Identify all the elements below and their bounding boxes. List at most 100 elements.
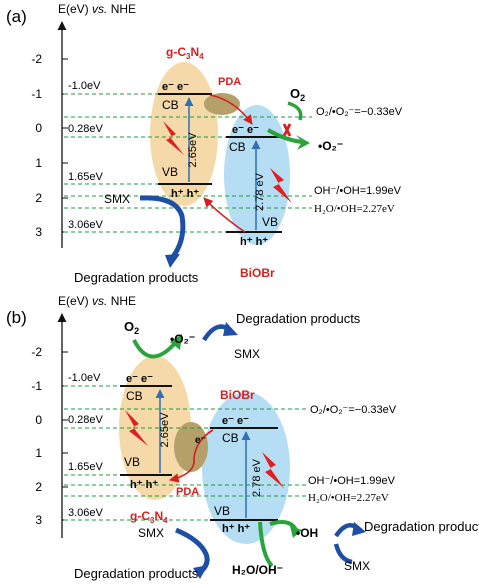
level-label: 0.28eV <box>68 414 104 426</box>
level-label: 3.06eV <box>68 507 104 519</box>
tick-label: 1 <box>35 446 42 460</box>
redox-couple-label: H₂O/•OH=2.27eV <box>314 203 395 215</box>
tick-label: -2 <box>31 345 42 359</box>
hole-transfer-arrow <box>203 197 246 233</box>
gcn-bandgap-label: 2.65eV <box>159 412 171 448</box>
pda-layer <box>174 422 208 472</box>
light-icon <box>163 121 184 155</box>
oxygen-label: O2 <box>290 86 305 103</box>
cb-label: CB <box>229 140 246 154</box>
redox-couple-label: OH⁻/•OH=1.99eV <box>308 475 396 487</box>
degradation-label: Degradation products <box>74 270 199 285</box>
potential-guides <box>64 93 312 233</box>
level-label: 3.06eV <box>68 219 104 231</box>
axis-title: E(eV) vs. NHE <box>58 294 136 308</box>
biobr-label: BiOBr <box>240 266 275 280</box>
gcn-bandgap-label: 2.65eV <box>187 132 199 168</box>
green-arrow <box>132 339 178 359</box>
biobr-particle <box>224 105 290 245</box>
panel-a: (a) E(eV) vs. NHE -2 -1 0 1 2 3 <box>6 2 403 285</box>
electron-transfer-arrow <box>209 94 253 125</box>
light-icon <box>262 452 284 488</box>
tick-label: 0 <box>35 121 42 135</box>
degradation-label: Degradation products <box>236 311 361 326</box>
smx-label: SMX <box>138 526 164 540</box>
green-arrowhead <box>296 135 310 150</box>
degradation-arrow <box>333 543 353 565</box>
redox-couple-label: H₂O/•OH=2.27eV <box>308 492 389 504</box>
redox-couple-label: O₂/•O₂⁻=−0.33eV <box>310 404 397 416</box>
cb-label: CB <box>162 98 179 112</box>
pda-label: PDA <box>176 486 199 498</box>
cb-label: CB <box>222 431 239 445</box>
holes-label: h⁺ h⁺ <box>130 479 158 491</box>
electron-transfer-arrow <box>169 429 214 483</box>
vb-label: VB <box>162 165 178 179</box>
tick-label: -2 <box>31 52 42 66</box>
smx-label: SMX <box>104 192 130 206</box>
smx-label: SMX <box>344 559 370 573</box>
biobr-bandgap-label: 2.78 eV <box>251 458 263 497</box>
electrons-label: e⁻ e⁻ <box>222 415 249 427</box>
holes-label: h⁺ h⁺ <box>222 523 250 535</box>
tick-label: 1 <box>35 156 42 170</box>
gcn-label: g-C3N4 <box>166 45 204 61</box>
redox-couple-label: O₂/•O₂⁻=−0.33eV <box>316 106 403 118</box>
degradation-arrowhead <box>223 322 238 336</box>
degradation-arrow <box>139 195 186 260</box>
degradation-arrowhead <box>352 522 366 536</box>
redox-couple-label: OH⁻/•OH=1.99eV <box>314 185 402 197</box>
panel-label: (a) <box>6 7 27 26</box>
light-icon <box>125 410 148 446</box>
vb-label: VB <box>124 455 140 469</box>
electrons-label: e⁻ e⁻ <box>232 124 259 136</box>
level-label: 0.28eV <box>68 123 104 135</box>
green-arrowhead <box>170 334 182 350</box>
light-icon <box>270 168 292 203</box>
degradation-arrowhead <box>193 565 208 579</box>
smx-label: SMX <box>234 347 260 361</box>
potential-guides <box>64 385 306 521</box>
degradation-arrowhead <box>165 254 180 268</box>
panel-label: (b) <box>6 308 27 327</box>
tick-label: 3 <box>35 225 42 239</box>
cb-label: CB <box>126 389 143 403</box>
oxygen-label: O2 <box>124 319 139 336</box>
panel-b: (b) E(eV) vs. NHE -2 -1 0 1 2 3 <box>6 294 479 581</box>
degradation-label: Degradation products <box>74 566 199 581</box>
green-arrowhead <box>290 526 302 538</box>
level-label: -1.0eV <box>68 80 101 92</box>
tick-label: 2 <box>35 480 42 494</box>
gcn-label: g-C3N4 <box>130 509 168 525</box>
tick-label: 0 <box>35 413 42 427</box>
electron-label: e⁻ <box>195 435 206 446</box>
green-arrow <box>258 521 274 568</box>
level-label: 1.65eV <box>68 171 104 183</box>
superoxide-label: •O₂⁻ <box>318 139 343 153</box>
holes-label: h⁺ h⁺ <box>240 236 268 248</box>
water-label: H₂O/OH⁻ <box>232 563 283 577</box>
tick-label: -1 <box>31 87 42 101</box>
electrons-label: e⁻ e⁻ <box>126 373 153 385</box>
pda-label: PDA <box>218 76 241 88</box>
electrons-label: e⁻ e⁻ <box>162 81 189 93</box>
degradation-label: Degradation products <box>364 519 479 534</box>
vb-label: VB <box>214 504 230 518</box>
tick-label: -1 <box>31 379 42 393</box>
axis-title: E(eV) vs. NHE <box>58 2 136 16</box>
vb-label: VB <box>262 215 278 229</box>
level-label: 1.65eV <box>68 461 104 473</box>
biobr-label: BiOBr <box>220 388 255 402</box>
green-arrow <box>287 101 303 121</box>
gcn-particle <box>150 62 218 206</box>
blocked-icon <box>282 123 292 137</box>
superoxide-label: •O₂⁻ <box>170 332 195 346</box>
holes-label: h⁺ h⁺ <box>171 188 199 200</box>
hydroxyl-label: •OH <box>296 526 318 540</box>
axis-ticks: -2 -1 0 1 2 3 <box>31 52 68 239</box>
level-label: -1.0eV <box>68 372 101 384</box>
green-arrow <box>266 128 303 144</box>
pda-layer <box>204 93 240 115</box>
biobr-bandgap-label: 2.78 eV <box>254 172 266 211</box>
